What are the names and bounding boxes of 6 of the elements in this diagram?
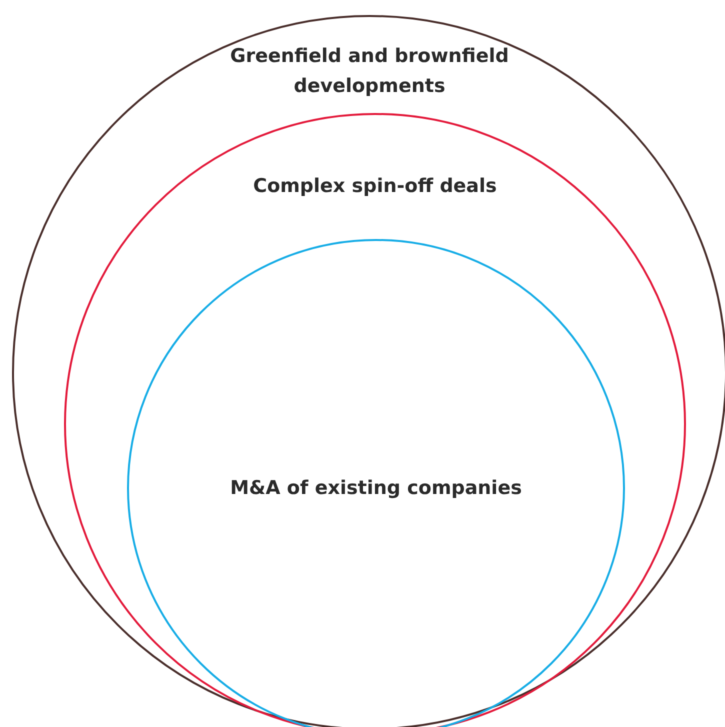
category-circle — [64, 113, 686, 727]
category-circle — [127, 239, 625, 727]
category-circle — [12, 15, 725, 727]
category-label: M&A of existing companies — [229, 476, 523, 501]
category-label: Complex spin-off deals — [252, 174, 498, 199]
category-label: Greenfield and brownfield developments — [229, 44, 510, 99]
